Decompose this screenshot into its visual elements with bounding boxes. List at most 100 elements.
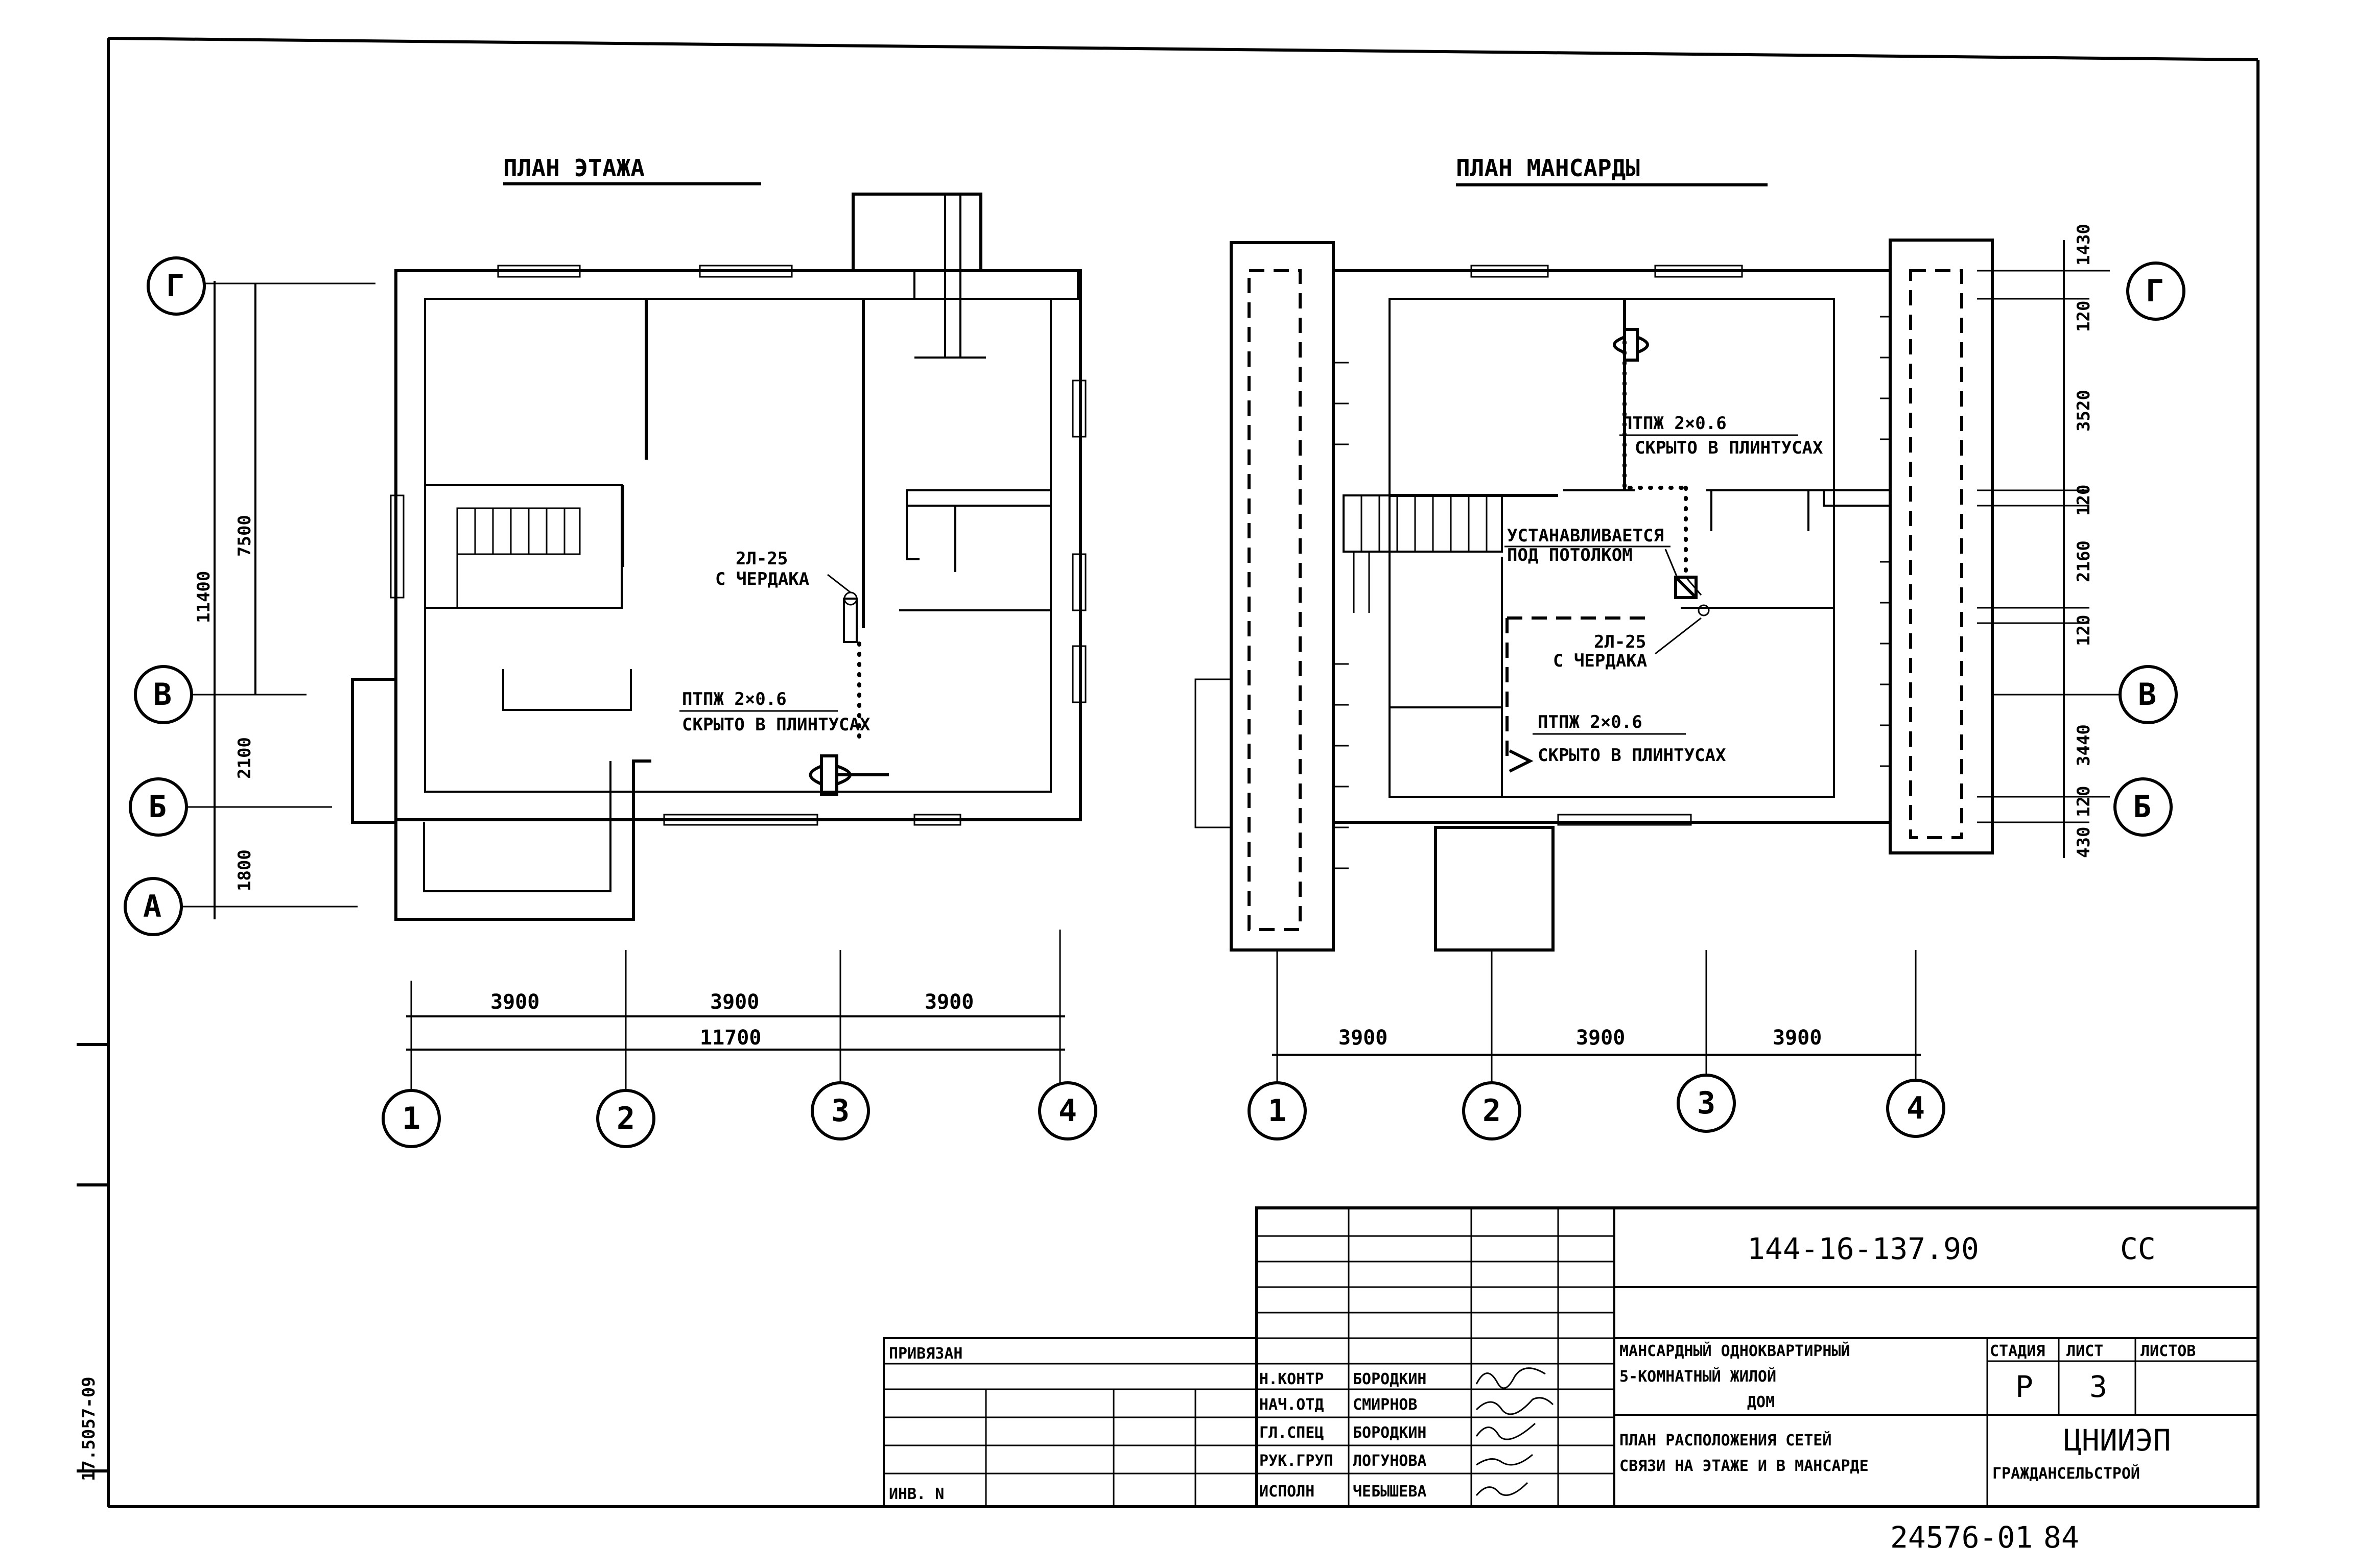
sheet-title-1: ПЛАН РАСПОЛОЖЕНИЯ СЕТЕЙ (1619, 1431, 1831, 1450)
role-n-kontr: Н.КОНТР (1259, 1370, 1324, 1388)
floor-cable-terminal-icon (809, 754, 889, 796)
name-borodkin-2: БОРОДКИН (1353, 1424, 1427, 1442)
svg-text:4: 4 (1907, 1090, 1925, 1126)
signatures (1475, 1367, 1554, 1496)
section-code: СС (2120, 1231, 2156, 1266)
binding-label: ПРИВЯЗАН (889, 1345, 963, 1363)
organization-1: ЦНИИЭП (2064, 1423, 2171, 1458)
attic-install-2: ПОД ПОТОЛКОМ (1507, 545, 1633, 565)
svg-text:Г: Г (166, 268, 184, 304)
title-block: ПРИВЯЗАН ИНВ. N Н.КОНТР НАЧ.ОТД ГЛ.СПЕЦ … (883, 1206, 2260, 1508)
sheet-title-2: СВЯЗИ НА ЭТАЖЕ И В МАНСАРДЕ (1619, 1457, 1869, 1475)
floor-axis-b: Б (129, 777, 188, 837)
floor-dim-3900-b: 3900 (710, 990, 759, 1014)
attic-top-terminal-icon (1613, 328, 1649, 362)
attic-walls (1194, 239, 1994, 952)
svg-text:Б: Б (2133, 789, 2151, 825)
attic-ra-outlet (1674, 576, 1710, 616)
stage-header: СТАДИЯ (1990, 1342, 2045, 1360)
attic-vertical-dims: 1430 120 3520 120 2160 120 3440 120 430 (1977, 224, 2120, 858)
svg-text:1: 1 (1268, 1093, 1286, 1129)
floor-axis-g: Г (147, 256, 206, 316)
attic-dim-3520: 3520 (2074, 390, 2094, 432)
svg-text:2: 2 (617, 1101, 635, 1136)
attic-axis-2: 2 (1462, 1081, 1521, 1141)
attic-install-1: УСТАНАВЛИВАЕТСЯ (1507, 526, 1664, 546)
attic-plan-title: ПЛАН МАНСАРДЫ (1456, 154, 1640, 182)
role-gl-spec: ГЛ.СПЕЦ (1259, 1424, 1324, 1442)
attic-horizontal-dims: 3900 3900 3900 (1272, 950, 1921, 1093)
floor-dim-11400: 11400 (194, 571, 214, 623)
stage-value: Р (2015, 1369, 2033, 1404)
attic-top-cable-name: ПТПЖ 2×0.6 (1622, 413, 1727, 434)
floor-ra-outlet (827, 574, 861, 743)
project-name-2: 5-КОМНАТНЫЙ ЖИЛОЙ (1619, 1367, 1776, 1386)
attic-top-cable-note: СКРЫТО В ПЛИНТУСАХ (1635, 438, 1823, 458)
attic-low-terminal-icon (1509, 749, 1534, 773)
attic-low-cable-name: ПТПЖ 2×0.6 (1538, 712, 1642, 732)
svg-text:В: В (2138, 677, 2156, 712)
attic-dim-120-b: 120 (2074, 485, 2094, 516)
svg-text:2: 2 (1483, 1093, 1501, 1129)
side-stamp: 17.5057-09 (79, 1376, 99, 1481)
project-name-3: ДОМ (1747, 1393, 1775, 1411)
page-number: 84 (2043, 1520, 2079, 1555)
floor-axis-a: А (124, 877, 183, 936)
floor-cable-note: СКРЫТО В ПЛИНТУСАХ (682, 715, 870, 735)
attic-ra-note: С ЧЕРДАКА (1553, 651, 1647, 671)
archive-number: 24576-01 (1890, 1520, 2033, 1555)
project-name-1: МАНСАРДНЫЙ ОДНОКВАРТИРНЫЙ (1619, 1342, 1850, 1360)
floor-dim-2100: 2100 (234, 737, 255, 779)
attic-plan: ПЛАН МАНСАРДЫ (1194, 154, 2185, 1141)
attic-axis-1: 1 (1248, 1081, 1307, 1141)
svg-text:Б: Б (148, 789, 167, 825)
name-borodkin-1: БОРОДКИН (1353, 1370, 1427, 1388)
drawing-code: 144-16-137.90 (1747, 1231, 1979, 1266)
name-smirnov: СМИРНОВ (1353, 1396, 1417, 1414)
svg-text:В: В (153, 677, 172, 712)
floor-ra-name: 2Л-25 (736, 549, 788, 569)
attic-dim-3440: 3440 (2074, 724, 2094, 766)
floor-plan-title: ПЛАН ЭТАЖА (503, 154, 645, 182)
attic-low-cable-note: СКРЫТО В ПЛИНТУСАХ (1538, 745, 1726, 766)
sheet-header: ЛИСТ (2066, 1342, 2103, 1360)
floor-dim-7500: 7500 (234, 515, 255, 557)
attic-dim-120-a: 120 (2074, 301, 2094, 332)
attic-axis-b: Б (2113, 777, 2173, 837)
attic-ra-name: 2Л-25 (1594, 632, 1646, 652)
role-nach-otd: НАЧ.ОТД (1259, 1396, 1324, 1414)
attic-dim-430: 430 (2074, 827, 2094, 858)
attic-dim-120-c: 120 (2074, 615, 2094, 646)
floor-axis-1: 1 (382, 1089, 441, 1148)
svg-text:4: 4 (1058, 1093, 1077, 1129)
sheet-value: 3 (2089, 1369, 2107, 1404)
floor-dim-1800: 1800 (234, 849, 255, 891)
attic-cable-routes (1505, 340, 1702, 761)
floor-dim-3900-c: 3900 (925, 990, 974, 1014)
attic-axis-g: Г (2126, 262, 2185, 321)
floor-dim-3900-a: 3900 (490, 990, 539, 1014)
floor-walls (351, 193, 1087, 921)
floor-plan: ПЛАН ЭТАЖА (124, 154, 1097, 1148)
svg-text:Г: Г (2146, 273, 2164, 309)
floor-cable-name: ПТПЖ 2×0.6 (682, 689, 787, 709)
organization-2: ГРАЖДАНСЕЛЬСТРОЙ (1992, 1464, 2140, 1483)
floor-dim-11700: 11700 (700, 1026, 761, 1050)
attic-dim-120-d: 120 (2074, 786, 2094, 817)
floor-axis-3: 3 (811, 1081, 870, 1141)
attic-dim-3900-c: 3900 (1773, 1026, 1822, 1050)
attic-dim-3900-b: 3900 (1576, 1026, 1625, 1050)
role-ruk-grup: РУК.ГРУП (1259, 1452, 1333, 1470)
svg-text:3: 3 (1697, 1085, 1715, 1121)
role-ispoln: ИСПОЛН (1259, 1483, 1314, 1501)
floor-vertical-dims: 7500 11400 2100 1800 (179, 281, 375, 919)
svg-text:1: 1 (402, 1101, 420, 1136)
name-chebysheva: ЧЕБЫШЕВА (1353, 1483, 1427, 1501)
floor-axis-2: 2 (596, 1089, 655, 1148)
attic-dim-3900-a: 3900 (1338, 1026, 1387, 1050)
svg-text:А: А (143, 889, 161, 924)
attic-dim-1430: 1430 (2074, 224, 2094, 266)
floor-ra-note: С ЧЕРДАКА (715, 569, 809, 589)
svg-text:3: 3 (831, 1093, 850, 1129)
